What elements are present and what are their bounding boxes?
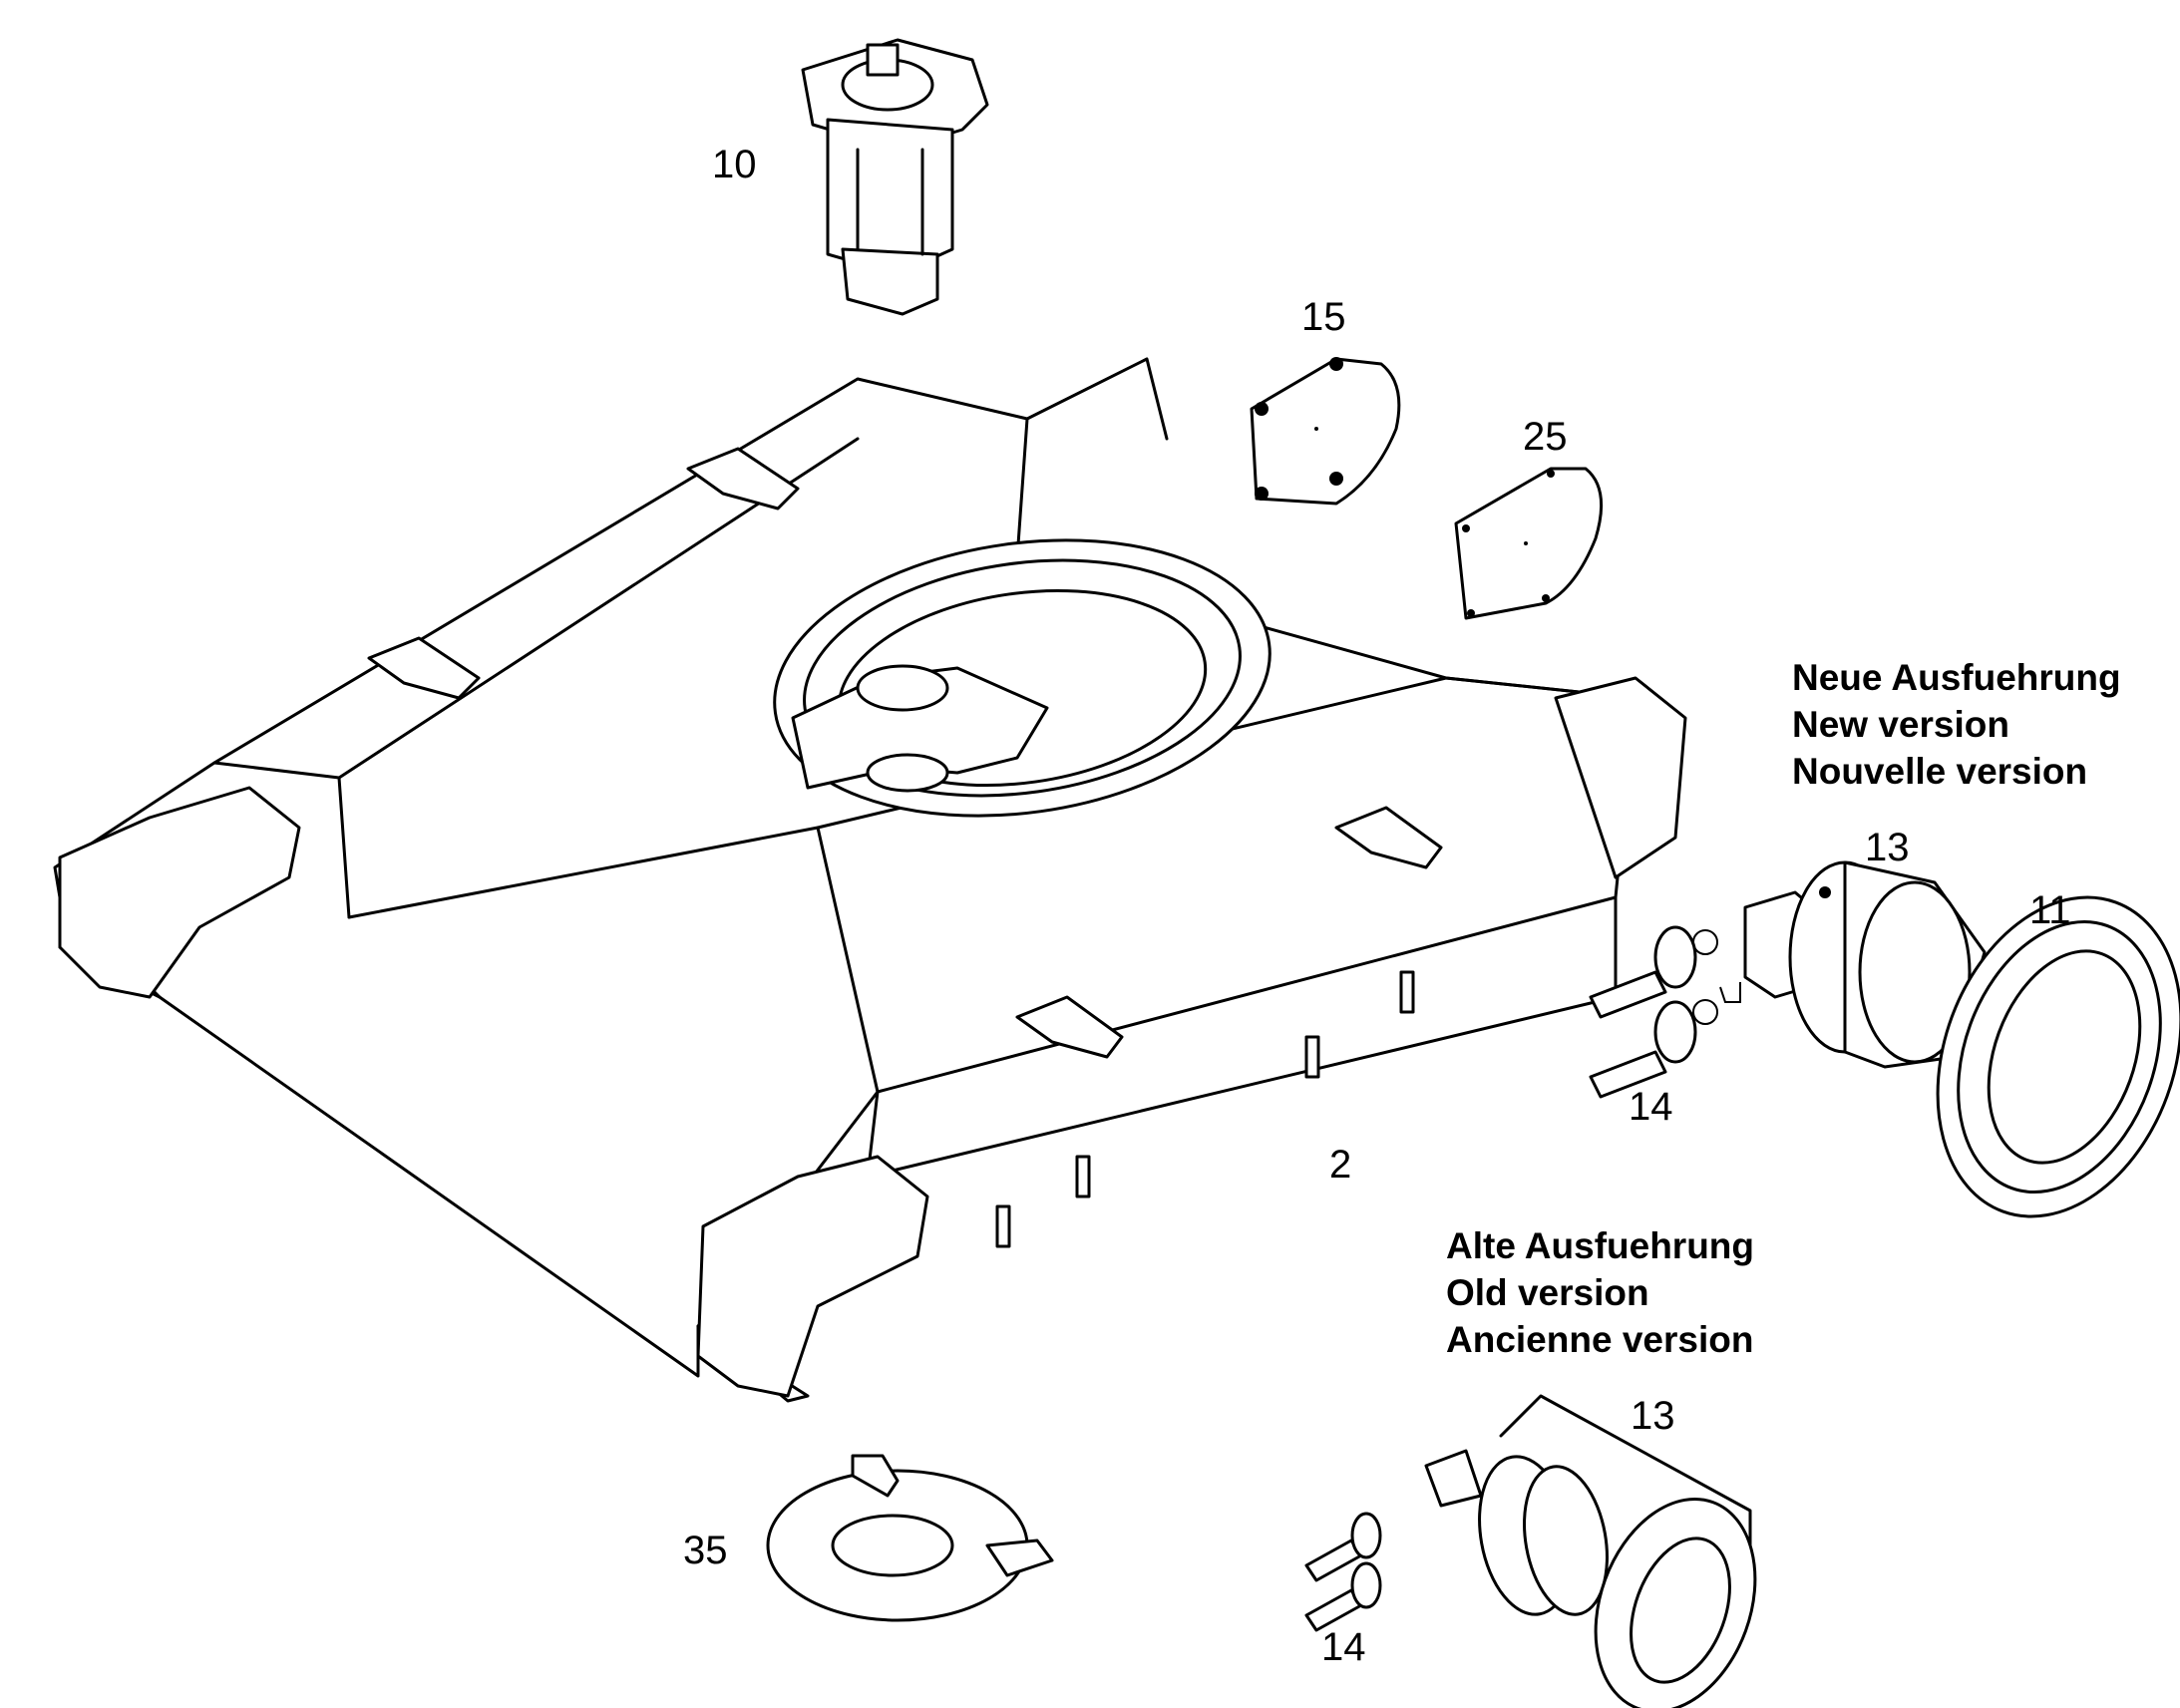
part-2-undercarriage-frame (53, 357, 1687, 1403)
part-13-travel-gear-old (1424, 1394, 1757, 1708)
callout-14-old: 14 (1321, 1625, 1366, 1669)
callout-35: 35 (683, 1529, 728, 1572)
new-version-en: New version (1792, 704, 2009, 745)
new-version-de: Neue Ausfuehrung (1792, 657, 2121, 698)
callout-25: 25 (1523, 415, 1568, 459)
callout-15: 15 (1301, 295, 1346, 339)
part-11-sprocket (1936, 895, 2180, 1218)
old-version-label: Alte Ausfuehrung Old version Ancienne ve… (1446, 1222, 1754, 1363)
callout-2: 2 (1329, 1143, 1352, 1187)
callout-11: 11 (2029, 888, 2071, 932)
part-25-cover-plate (1454, 467, 1604, 620)
part-10-swing-motor (801, 38, 989, 316)
old-version-fr: Ancienne version (1446, 1319, 1754, 1360)
callout-14-new: 14 (1629, 1085, 1673, 1129)
part-15-cover-plate (1250, 357, 1401, 506)
part-35-base-plate (766, 1454, 1054, 1622)
callout-13-old: 13 (1631, 1394, 1675, 1438)
new-version-label: Neue Ausfuehrung New version Nouvelle ve… (1792, 654, 2121, 795)
part-13-travel-gear-new (1743, 860, 1987, 1069)
old-version-de: Alte Ausfuehrung (1446, 1225, 1755, 1266)
part-14-studs-new (1589, 925, 1741, 1099)
new-version-fr: Nouvelle version (1792, 751, 2088, 792)
old-version-en: Old version (1446, 1272, 1649, 1313)
part-14-studs-old (1304, 1512, 1382, 1632)
callout-13-new: 13 (1865, 826, 1910, 869)
callout-10: 10 (712, 143, 757, 186)
